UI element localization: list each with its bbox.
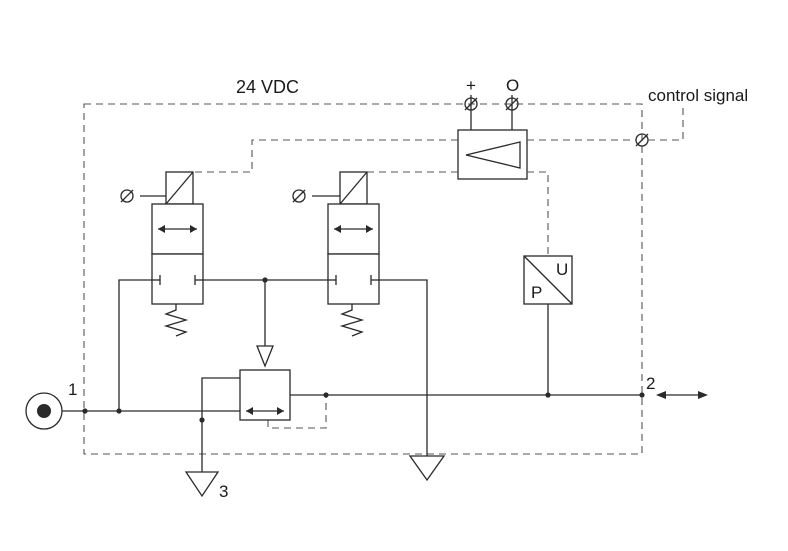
port-3-label: 3 xyxy=(219,482,228,501)
plus-terminal-symbol xyxy=(464,95,478,130)
transducer-u-label: U xyxy=(556,260,568,279)
solenoid-valve-2 xyxy=(292,171,380,337)
port-2-label: 2 xyxy=(646,374,655,393)
signal-wire-valve-1 xyxy=(193,139,458,173)
exhaust-atmosphere xyxy=(408,455,446,482)
output-port-2-arrow xyxy=(656,391,708,399)
plus-terminal-label: + xyxy=(466,76,476,95)
junction-dots xyxy=(82,277,645,423)
booster-valve xyxy=(239,369,291,421)
control-signal-wire xyxy=(527,108,684,141)
solenoid-valve-1 xyxy=(120,171,204,337)
control-signal-label: control signal xyxy=(648,86,748,105)
port-1-label: 1 xyxy=(68,380,77,399)
enclosure-boundary xyxy=(83,103,643,455)
pilot-arrow xyxy=(256,345,274,368)
pressure-transducer xyxy=(523,255,573,305)
transducer-p-label: P xyxy=(531,283,542,302)
exhaust-port-3 xyxy=(184,471,220,498)
zero-terminal-symbol xyxy=(505,95,519,130)
supply-port-1 xyxy=(25,392,63,430)
supply-voltage-label: 24 VDC xyxy=(236,77,299,97)
signal-wire-transducer xyxy=(527,171,549,256)
control-amplifier xyxy=(457,129,528,180)
zero-terminal-label: O xyxy=(506,76,519,95)
